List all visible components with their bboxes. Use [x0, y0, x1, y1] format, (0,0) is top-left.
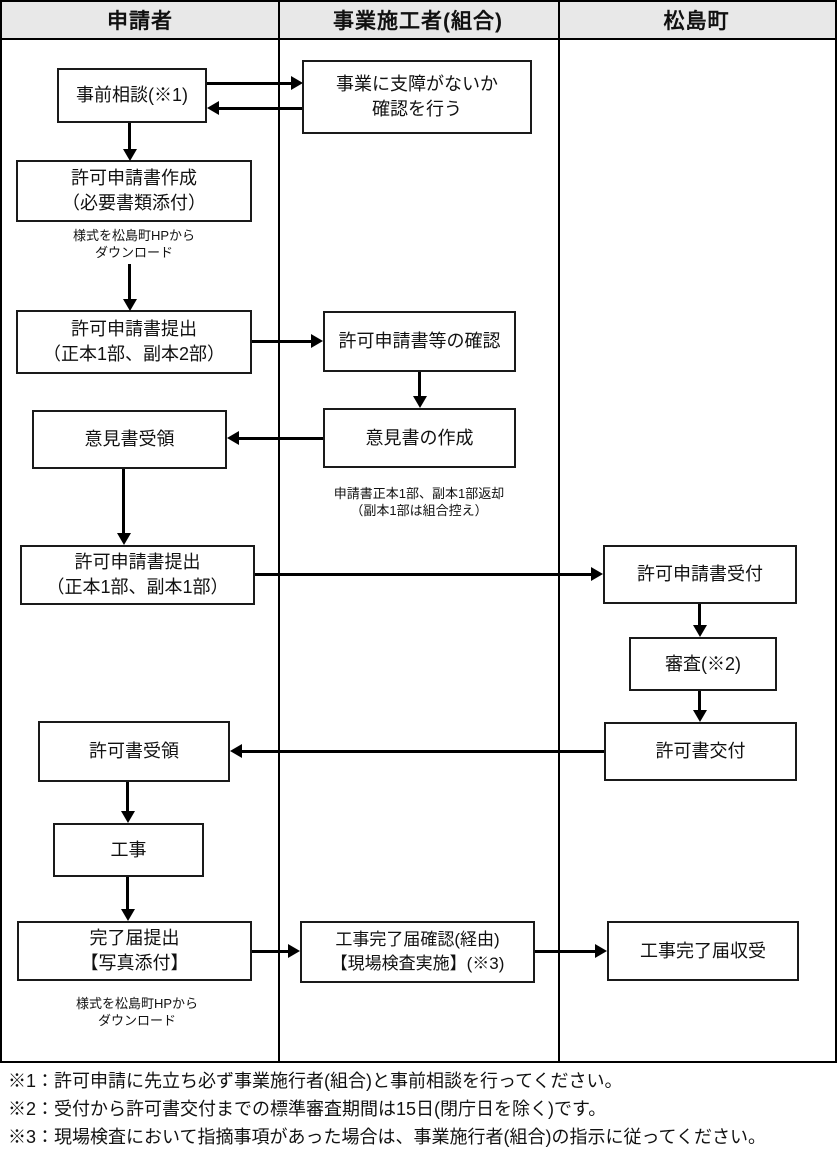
arrow-issue-to-receivepermit-line: [242, 750, 604, 753]
arrow-receivepermit-to-construction-head-icon: [121, 811, 135, 823]
arrow-submit1-to-accept-line: [255, 573, 592, 576]
note-return-copies: 申請書正本1部、副本1部返却 （副本1部は組合控え）: [333, 486, 505, 518]
arrow-accept-to-review-line: [698, 604, 701, 626]
arrow-prior-to-create-line: [128, 123, 131, 150]
lane-header-town: 松島町: [663, 10, 730, 33]
flow-box-receive-opinion: 意見書受領: [32, 410, 227, 469]
arrow-review-to-issue-line: [698, 691, 701, 711]
arrow-check-to-opinion-head-icon: [413, 396, 427, 408]
flow-box-create-application: 許可申請書作成 （必要書類添付）: [16, 160, 252, 222]
arrow-confirm-to-prior-line: [219, 107, 302, 110]
arrow-check-to-receivecompletion-head-icon: [595, 944, 607, 958]
footnotes: ※1：許可申請に先立ち必ず事業施行者(組合)と事前相談を行ってください。 ※2：…: [8, 1067, 836, 1151]
arrow-create-to-submit2-line: [128, 264, 131, 300]
arrow-receive-to-submit1-head-icon: [117, 533, 131, 545]
flow-box-construction: 工事: [53, 823, 204, 877]
lane-header-row: [2, 2, 835, 40]
arrow-create-to-submit2-head-icon: [123, 299, 137, 311]
arrow-accept-to-review-head-icon: [693, 625, 707, 637]
arrow-completion-to-check-line: [252, 950, 289, 953]
flow-box-submit-completion: 完了届提出 【写真添付】: [17, 921, 252, 981]
flow-box-issue-permit: 許可書交付: [604, 722, 797, 781]
flow-box-receive-completion: 工事完了届収受: [607, 921, 799, 981]
flow-box-receive-permit: 許可書受領: [38, 721, 230, 782]
lane-header-applicant: 申請者: [107, 10, 173, 33]
arrow-receive-to-submit1-line: [122, 469, 125, 534]
flow-box-review: 審査(※2): [629, 637, 777, 691]
arrow-submit2-to-check-line: [252, 340, 311, 343]
flow-box-accept-application: 許可申請書受付: [603, 545, 797, 604]
flow-box-confirm-no-hindrance: 事業に支障がないか 確認を行う: [302, 60, 532, 134]
lane-divider-2: [558, 0, 560, 1063]
arrow-check-to-opinion-line: [418, 372, 421, 397]
lane-header-contractor: 事業施工者(組合): [333, 10, 503, 33]
flow-box-check-application: 許可申請書等の確認: [323, 311, 516, 372]
arrow-check-to-receivecompletion-line: [535, 950, 596, 953]
note-download-form-bottom: 様式を松島町HPから ダウンロード: [75, 996, 199, 1028]
flow-box-prior-consult: 事前相談(※1): [57, 68, 207, 123]
arrow-prior-to-create-head-icon: [123, 149, 137, 161]
arrow-construction-to-completion-head-icon: [121, 909, 135, 921]
arrow-prior-to-confirm-head-icon: [291, 76, 303, 90]
arrow-completion-to-check-head-icon: [288, 944, 300, 958]
footnote-2: ※2：受付から許可書交付までの標準審査期間は15日(閉庁日を除く)です。: [8, 1099, 607, 1119]
arrow-receivepermit-to-construction-line: [126, 782, 129, 812]
arrow-review-to-issue-head-icon: [693, 710, 707, 722]
arrow-construction-to-completion-line: [126, 877, 129, 910]
footnote-3: ※3：現場検査において指摘事項があった場合は、事業施行者(組合)の指示に従ってく…: [8, 1127, 767, 1147]
arrow-opinion-to-receive-head-icon: [227, 431, 239, 445]
flow-box-submit-application-2copies: 許可申請書提出 （正本1部、副本2部）: [16, 310, 252, 374]
arrow-submit1-to-accept-head-icon: [591, 567, 603, 581]
arrow-confirm-to-prior-head-icon: [207, 101, 219, 115]
arrow-opinion-to-receive-line: [239, 437, 323, 440]
flow-box-check-completion: 工事完了届確認(経由) 【現場検査実施】(※3): [300, 921, 535, 983]
flow-box-submit-application-1copy: 許可申請書提出 （正本1部、副本1部）: [20, 545, 255, 605]
flow-box-create-opinion: 意見書の作成: [323, 408, 516, 468]
footnote-1: ※1：許可申請に先立ち必ず事業施行者(組合)と事前相談を行ってください。: [8, 1071, 623, 1091]
lane-divider-1: [278, 0, 280, 1063]
arrow-issue-to-receivepermit-head-icon: [230, 744, 242, 758]
note-download-form-top: 様式を松島町HPから ダウンロード: [72, 228, 196, 260]
arrow-submit2-to-check-head-icon: [311, 334, 323, 348]
arrow-prior-to-confirm-line: [207, 82, 291, 85]
